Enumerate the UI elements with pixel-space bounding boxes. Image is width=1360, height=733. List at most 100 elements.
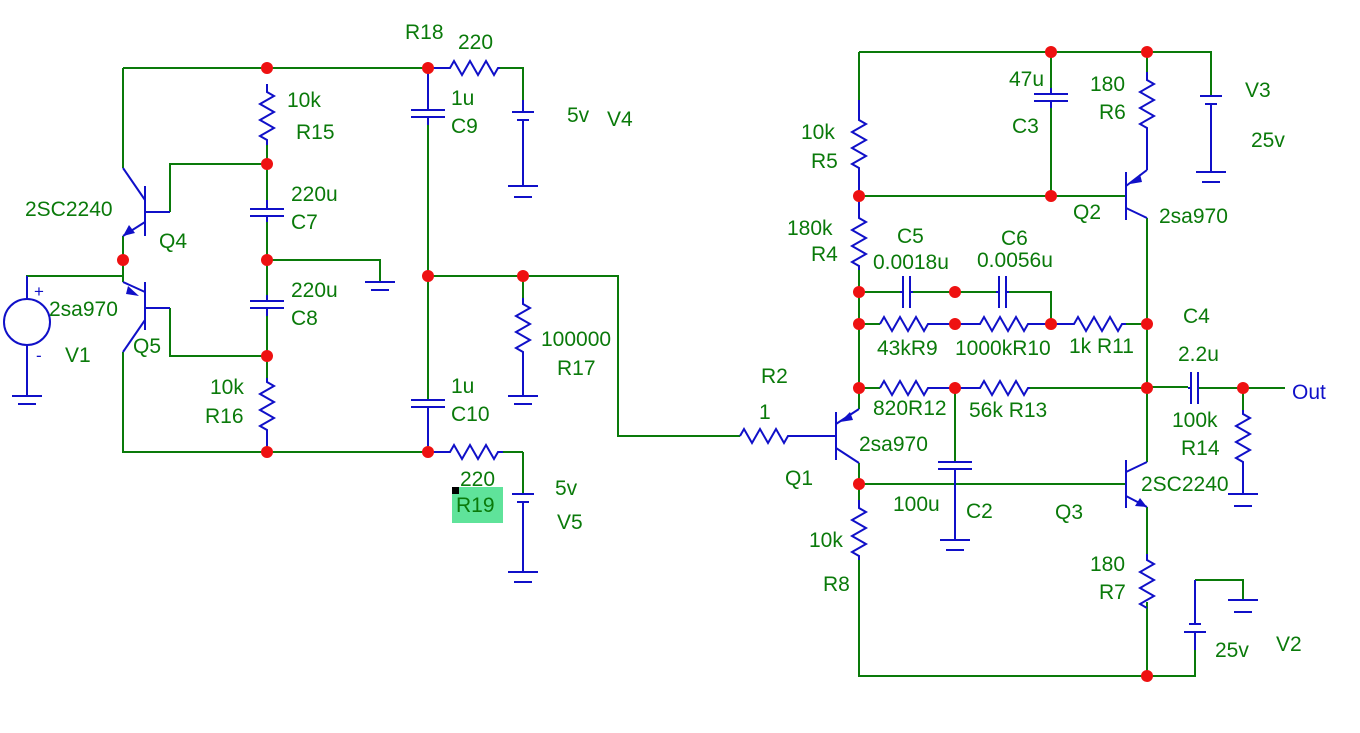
label-r8-value: 10k <box>809 529 843 552</box>
resistor-r17[interactable] <box>513 298 533 372</box>
resistor-r19[interactable] <box>428 442 503 462</box>
resistor-r12[interactable] <box>879 378 955 398</box>
label-r8-name: R8 <box>823 573 850 596</box>
label-r15-value: 10k <box>287 89 321 112</box>
battery-v4[interactable] <box>512 100 534 186</box>
battery-v3[interactable] <box>1200 95 1222 172</box>
label-q3-type: 2SC2240 <box>1141 473 1229 496</box>
label-r7-name: R7 <box>1099 581 1126 604</box>
label-c2-name: C2 <box>966 500 993 523</box>
battery-v5[interactable] <box>512 493 534 572</box>
capacitor-c5[interactable] <box>900 276 913 308</box>
label-r16-name: R16 <box>205 405 244 428</box>
resistor-r5[interactable] <box>849 100 869 196</box>
selection-handle[interactable] <box>452 487 459 494</box>
label-r2-name: R2 <box>761 365 788 388</box>
transistor-q3[interactable] <box>1125 460 1148 508</box>
label-v4-value: 5v <box>567 104 590 127</box>
label-r12: 820R12 <box>873 397 947 420</box>
label-q5-name: Q5 <box>133 335 161 358</box>
resistor-r10[interactable] <box>955 314 1051 334</box>
label-r6-name: R6 <box>1099 101 1126 124</box>
label-q4-name: Q4 <box>159 230 187 253</box>
label-v4-name: V4 <box>607 108 633 131</box>
label-q2-type: 2sa970 <box>1159 205 1228 228</box>
label-v2-value: 25v <box>1215 639 1249 662</box>
label-r2-value: 1 <box>759 401 771 424</box>
label-r17-value: 100000 <box>541 328 611 351</box>
label-r14-value: 100k <box>1172 409 1218 432</box>
capacitor-c4[interactable] <box>1188 372 1199 404</box>
label-v2-name: V2 <box>1276 633 1302 656</box>
resistor-r14[interactable] <box>1233 410 1253 494</box>
label-r4-name: R4 <box>811 243 838 266</box>
label-c8-value: 220u <box>291 279 338 302</box>
label-c3-name: C3 <box>1012 115 1039 138</box>
transistor-q4[interactable] <box>122 167 170 237</box>
label-q4-type: 2SC2240 <box>25 198 113 221</box>
label-r16-value: 10k <box>210 376 244 399</box>
label-c6-name: C6 <box>1001 227 1028 250</box>
label-v3-name: V3 <box>1245 79 1271 102</box>
label-c3-value: 47u <box>1009 68 1044 91</box>
output-label[interactable]: Out <box>1292 381 1326 404</box>
capacitor-c2[interactable] <box>938 461 972 540</box>
junction-nodes <box>117 46 1249 682</box>
labels: R18 220 5v V4 10k R15 1u C9 220u C7 2SC2… <box>25 21 1326 662</box>
resistor-r8[interactable] <box>849 500 869 560</box>
label-c8-name: C8 <box>291 307 318 330</box>
label-c10-value: 1u <box>451 375 474 398</box>
capacitor-c8[interactable] <box>250 295 284 316</box>
label-r17-name: R17 <box>557 357 596 380</box>
label-c9-name: C9 <box>451 115 478 138</box>
resistor-r18[interactable] <box>428 58 500 78</box>
capacitor-c7[interactable] <box>250 200 284 222</box>
label-r18-name: R18 <box>405 21 444 44</box>
label-r4-value: 180k <box>787 217 833 240</box>
label-r18-value: 220 <box>458 31 493 54</box>
label-q5-type: 2sa970 <box>49 298 118 321</box>
label-r11: 1k R11 <box>1069 335 1134 358</box>
label-c4-value: 2.2u <box>1178 343 1219 366</box>
label-r13: 56k R13 <box>969 399 1047 422</box>
label-r5-value: 10k <box>801 121 835 144</box>
label-r5-name: R5 <box>811 150 838 173</box>
resistor-r7[interactable] <box>1137 554 1157 609</box>
ground-symbols <box>12 171 1258 613</box>
components[interactable]: + - <box>3 58 1258 650</box>
transistor-q2[interactable] <box>1125 169 1148 220</box>
label-v1-name: V1 <box>65 344 91 367</box>
ac-source-v1[interactable]: + - <box>3 276 51 394</box>
label-q3-name: Q3 <box>1055 501 1083 524</box>
selection-highlight-r19[interactable] <box>452 487 503 523</box>
resistor-r13[interactable] <box>955 378 1030 398</box>
transistor-q5[interactable] <box>122 281 170 353</box>
label-r19-value: 220 <box>460 468 495 491</box>
resistor-r2[interactable] <box>739 426 836 446</box>
capacitor-c6[interactable] <box>996 276 1009 308</box>
transistor-q1[interactable] <box>835 408 860 464</box>
resistor-r6[interactable] <box>1137 72 1157 170</box>
wires <box>26 51 1285 677</box>
label-c10-name: C10 <box>451 403 490 426</box>
label-c2-value: 100u <box>893 493 940 516</box>
label-r9: 43kR9 <box>877 337 938 360</box>
label-r10: 1000kR10 <box>955 337 1051 360</box>
capacitor-c3[interactable] <box>1034 88 1068 108</box>
resistor-r4[interactable] <box>849 196 869 270</box>
resistor-r9[interactable] <box>879 314 955 334</box>
v1-plus-sign: + <box>34 282 44 301</box>
label-r19-name: R19 <box>456 494 495 517</box>
capacitor-c9[interactable] <box>411 68 445 125</box>
resistor-r15[interactable] <box>257 84 277 145</box>
label-r7-value: 180 <box>1090 553 1125 576</box>
battery-v2[interactable] <box>1184 580 1206 650</box>
resistor-r11[interactable] <box>1051 314 1126 334</box>
label-r15-name: R15 <box>296 121 335 144</box>
capacitor-c10[interactable] <box>411 399 445 452</box>
resistor-r16[interactable] <box>257 378 277 452</box>
label-c5-name: C5 <box>897 225 924 248</box>
label-c9-value: 1u <box>451 87 474 110</box>
label-q1-name: Q1 <box>785 467 813 490</box>
